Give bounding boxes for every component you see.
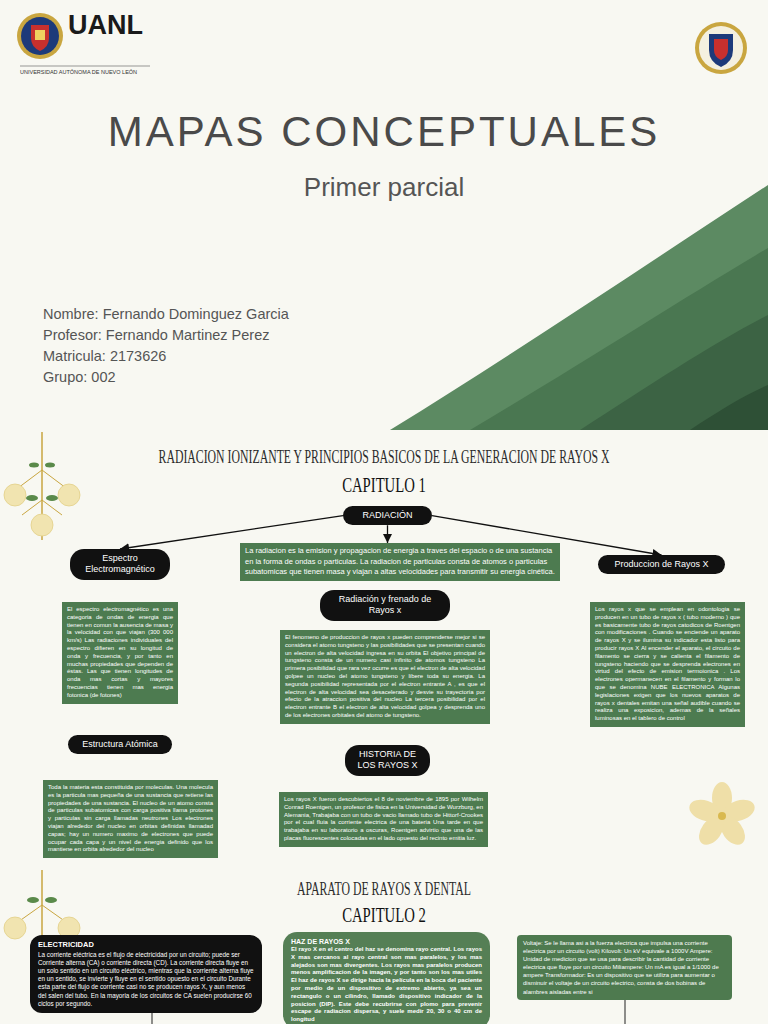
- box-text: Voltaje: Se le llama asi a la fuerza ele…: [523, 939, 726, 996]
- box-text: RADIACIÓN: [349, 510, 426, 521]
- concept-box: HAZ DE RAYOS XEl rayo X en el centro del…: [283, 932, 490, 1024]
- concept-pill: RADIACIÓN: [343, 506, 432, 525]
- flower-branch: [4, 432, 80, 540]
- box-text: La corriente eléctrica es el flujo de el…: [38, 951, 254, 1008]
- concept-pill: Estructura Atómica: [68, 735, 172, 754]
- info-line: Matricula: 2173626: [43, 348, 166, 364]
- definition-box: Voltaje: Se le llama asi a la fuerza ele…: [517, 935, 732, 1000]
- text-box: Los rayos X fueron descubiertos el 8 de …: [279, 792, 488, 847]
- concept-pill: Produccion de Rayos X: [598, 555, 725, 574]
- green-corner: [690, 385, 768, 430]
- page-title: MAPAS CONCEPTUALES: [0, 108, 768, 156]
- box-text: La radiacion es la emision y propagacion…: [245, 546, 555, 578]
- chapter-heading: CAPITULO 2: [115, 903, 653, 928]
- box-text: El rayo X en el centro del haz se denomi…: [291, 946, 482, 1024]
- box-text: Radiación y frenado de Rayos x: [326, 594, 444, 617]
- arrow-connector: [387, 525, 388, 543]
- box-text: Estructura Atómica: [74, 739, 166, 750]
- section-title: APARATO DE RAYOS X DENTAL: [146, 878, 622, 900]
- box-text: El espectro electromagnético es una cate…: [67, 606, 173, 700]
- box-heading: HAZ DE RAYOS X: [291, 937, 482, 946]
- green-corner: [580, 315, 768, 430]
- definition-box: La radiacion es la emision y propagacion…: [240, 543, 560, 581]
- green-corner: [470, 248, 768, 430]
- text-box: Toda la materia esta constituida por mol…: [43, 780, 218, 858]
- box-text: El fenomeno de produccion de rayos x pue…: [285, 634, 485, 720]
- info-line: Profesor: Fernando Martinez Perez: [43, 327, 269, 343]
- info-line: Nombre: Fernando Dominguez Garcia: [43, 306, 289, 322]
- section-title: RADIACION IONIZANTE Y PRINCIPIOS BASICOS…: [146, 446, 622, 468]
- concept-box: ELECTRICIDADLa corriente eléctrica es el…: [30, 935, 262, 1013]
- logo-rule: [20, 66, 150, 67]
- box-text: HISTORIA DE LOS RAYOS X: [351, 749, 424, 772]
- box-text: Produccion de Rayos X: [604, 559, 719, 570]
- uanl-crest: [17, 13, 63, 59]
- logo-subtitle: UNIVERSIDAD AUTÓNOMA DE NUEVO LEÓN: [20, 69, 137, 75]
- info-line: Grupo: 002: [43, 369, 116, 385]
- box-text: Los rayos x que se emplean en odontologi…: [595, 606, 740, 723]
- text-box: El fenomeno de produccion de rayos x pue…: [280, 630, 490, 724]
- logo-text: UANL: [68, 10, 143, 41]
- box-heading: ELECTRICIDAD: [38, 940, 254, 950]
- text-box: El espectro electromagnético es una cate…: [62, 602, 178, 704]
- flower: [687, 782, 758, 849]
- faculty-crest: [695, 22, 747, 74]
- concept-pill: HISTORIA DE LOS RAYOS X: [345, 745, 430, 776]
- box-text: Los rayos X fueron descubiertos el 8 de …: [284, 796, 483, 843]
- box-text: Espectro Electromagnético: [76, 553, 164, 576]
- text-box: Los rayos x que se emplean en odontologi…: [590, 602, 745, 727]
- chapter-heading: CAPITULO 1: [115, 473, 653, 498]
- subtitle: Primer parcial: [0, 172, 768, 203]
- box-text: Toda la materia esta constituida por mol…: [48, 784, 213, 854]
- concept-pill: Espectro Electromagnético: [70, 549, 170, 580]
- concept-pill: Radiación y frenado de Rayos x: [320, 590, 450, 621]
- green-corner: [390, 185, 768, 430]
